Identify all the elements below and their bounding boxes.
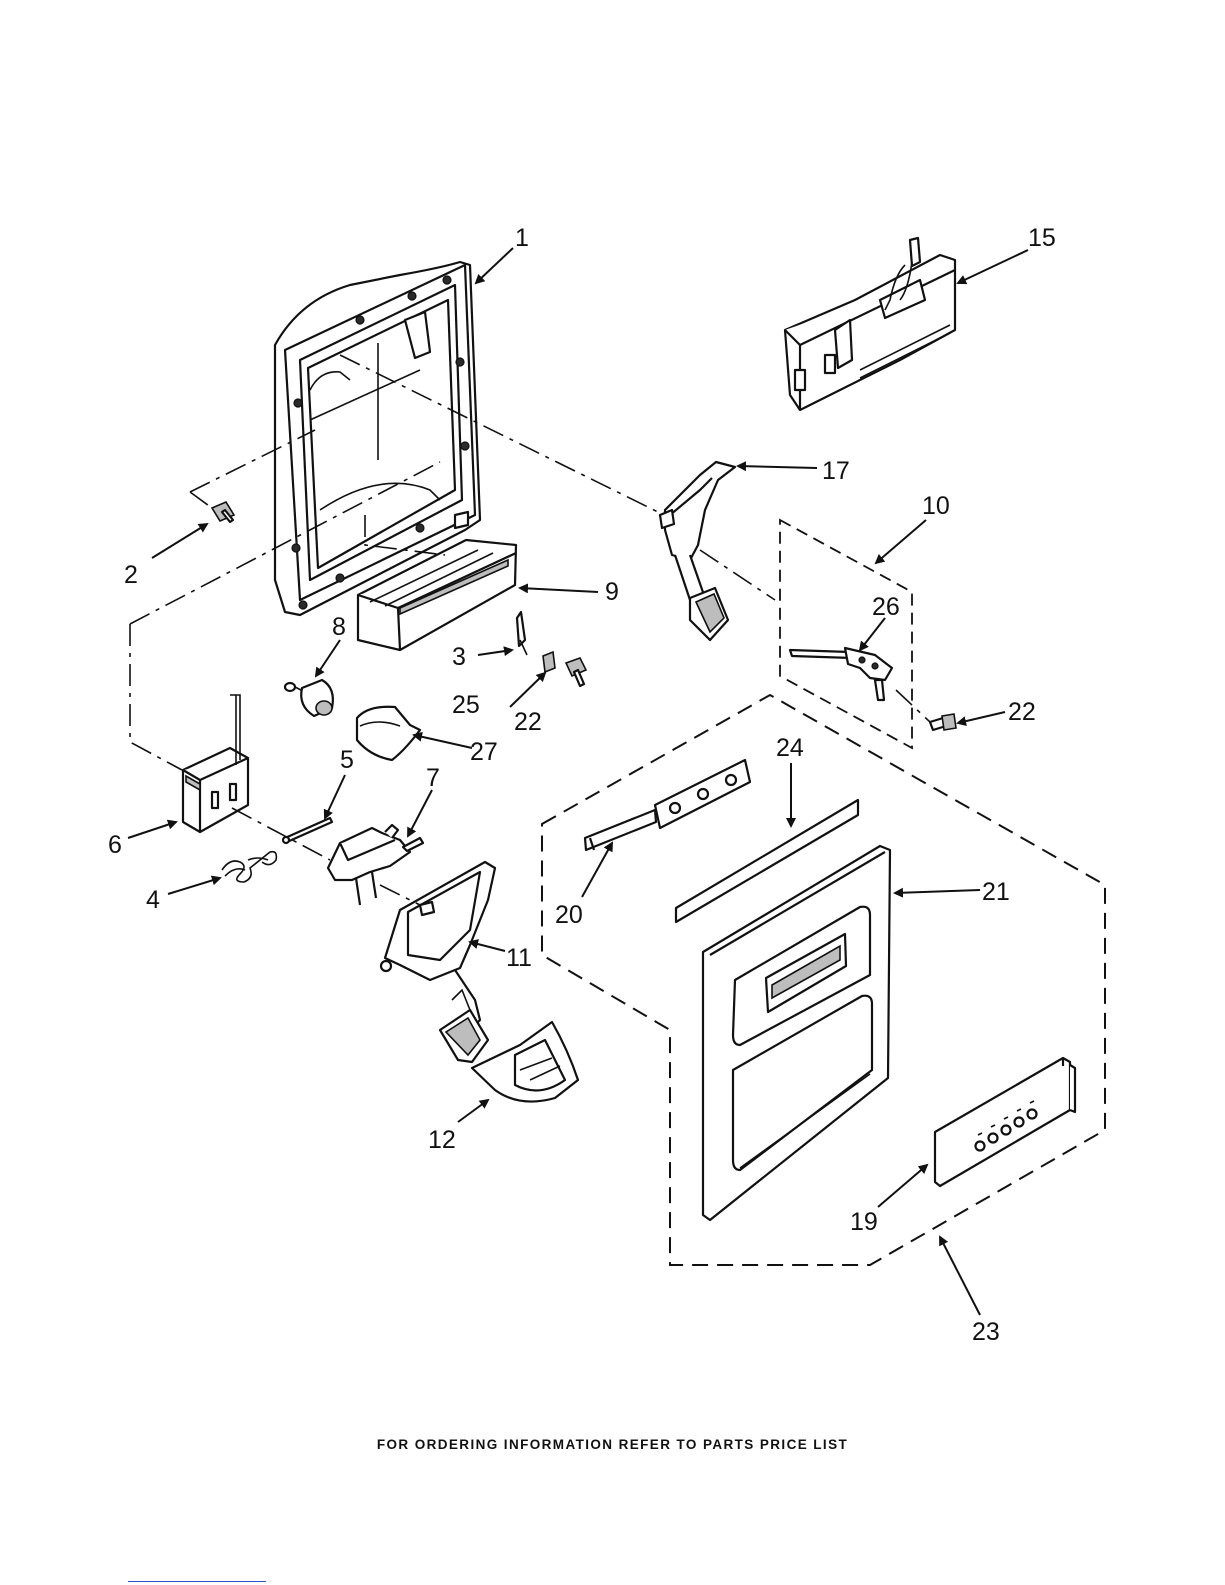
callout-17: 17 <box>822 457 850 485</box>
callout-6: 6 <box>108 831 122 859</box>
callout-4: 4 <box>146 886 160 914</box>
screw-part-22-left <box>566 658 586 686</box>
knob-part-8 <box>285 680 333 716</box>
callout-27: 27 <box>470 738 498 766</box>
circuit-board-part-20 <box>585 760 750 850</box>
kit-outline-10 <box>780 520 912 748</box>
callout-1: 1 <box>515 224 529 252</box>
bracket-part-7 <box>328 825 423 905</box>
water-lever-part-17 <box>660 462 735 640</box>
flap-part-27 <box>357 707 420 760</box>
callout-19: 19 <box>850 1208 878 1236</box>
callout-22-left: 22 <box>514 708 542 736</box>
callout-20: 20 <box>555 901 583 929</box>
callout-7: 7 <box>426 764 440 792</box>
callout-2: 2 <box>124 561 138 589</box>
ice-lever-part-11 <box>381 862 495 1062</box>
callout-8: 8 <box>332 613 346 641</box>
ice-chute-part-12 <box>472 1022 578 1102</box>
control-panel-part-19 <box>935 1058 1075 1186</box>
shim-part-25 <box>543 652 555 672</box>
callout-25: 25 <box>452 691 480 719</box>
control-module-part-15 <box>785 238 955 410</box>
callout-21: 21 <box>982 878 1010 906</box>
callout-5: 5 <box>340 746 354 774</box>
facade-part-21 <box>703 846 890 1220</box>
bottom-link-underline[interactable] <box>128 1581 266 1582</box>
callout-12: 12 <box>428 1126 456 1154</box>
callout-15: 15 <box>1028 224 1056 252</box>
callout-9: 9 <box>605 578 619 606</box>
screw-part-2 <box>212 502 234 522</box>
callout-23: 23 <box>972 1318 1000 1346</box>
switch-bracket-part-26 <box>790 648 892 700</box>
spring-part-4 <box>222 852 276 882</box>
callout-10: 10 <box>922 492 950 520</box>
pin-part-5 <box>283 818 332 843</box>
callout-24: 24 <box>776 734 804 762</box>
callout-3: 3 <box>452 643 466 671</box>
callout-11: 11 <box>506 944 532 972</box>
ordering-info-note: FOR ORDERING INFORMATION REFER TO PARTS … <box>0 1437 1225 1452</box>
callout-22-right: 22 <box>1008 698 1036 726</box>
assembly-phantom-lines <box>130 355 930 905</box>
callout-26: 26 <box>872 593 900 621</box>
screw-part-22-right <box>930 714 956 730</box>
callout-arrows <box>128 248 1028 1315</box>
clip-part-3 <box>517 612 527 655</box>
